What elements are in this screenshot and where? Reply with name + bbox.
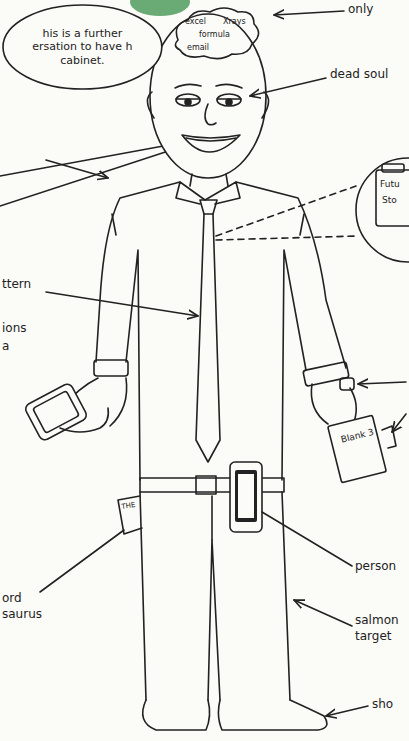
speech-bubble: his is a further ersation to have h cabi…: [2, 4, 163, 90]
brain-word: excel: [185, 18, 206, 27]
brain-word: Xrays: [223, 18, 246, 27]
note-text: ions: [2, 322, 27, 335]
note-text: sho: [372, 698, 393, 711]
note-text: saurus: [2, 608, 42, 621]
note-text: only: [348, 3, 373, 16]
note-text: a: [2, 340, 9, 353]
paper-text: Futu: [380, 180, 400, 190]
note-text: person: [355, 560, 396, 573]
paper-text: Sto: [382, 196, 397, 206]
note-text: ttern: [2, 278, 31, 291]
pocket-text: THE: [121, 502, 136, 512]
note-text: salmon: [355, 614, 399, 627]
note-text: dead soul: [330, 68, 388, 81]
brain-word: formula: [199, 31, 230, 40]
brain-word: email: [187, 44, 209, 53]
note-text: ord: [2, 592, 22, 605]
note-text: target: [355, 630, 392, 643]
speech-text: his is a further ersation to have h cabi…: [30, 27, 134, 67]
